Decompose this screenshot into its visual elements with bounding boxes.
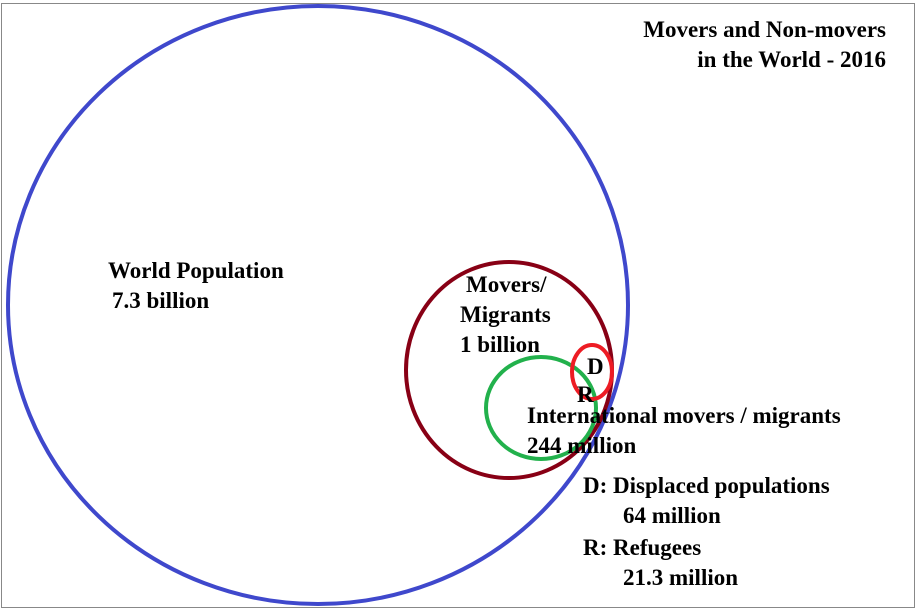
world-label: World Population 7.3 billion (108, 256, 284, 316)
refugees-letter: R (577, 382, 594, 407)
title-line-2: in the World - 2016 (697, 47, 886, 72)
legend-displaced: D: Displaced populations 64 million (583, 471, 830, 531)
title-line-1: Movers and Non-movers (643, 17, 886, 42)
movers-label: Movers/Migrants 1 billion (460, 270, 551, 360)
world-label-text: World Population (108, 258, 284, 283)
movers-label-2: Migrants (460, 302, 551, 327)
international-label: International movers / migrants 244 milli… (527, 401, 841, 461)
international-label-text: International movers / migrants (527, 403, 841, 428)
legend-d-label: Displaced populations (613, 473, 830, 498)
legend-d-value: 64 million (623, 503, 721, 528)
movers-value: 1 billion (460, 332, 540, 357)
movers-label-1: Movers/ (466, 272, 547, 297)
legend-refugees: R: Refugees 21.3 million (583, 533, 738, 593)
world-value: 7.3 billion (112, 288, 210, 313)
displaced-ellipse (570, 343, 614, 401)
international-migrants-circle (484, 355, 598, 461)
legend-r-value: 21.3 million (623, 565, 739, 590)
legend-r-label: Refugees (613, 535, 702, 560)
world-population-circle (6, 4, 630, 606)
international-value: 244 million (527, 433, 637, 458)
legend-d-key: D: (583, 473, 608, 498)
legend-r-key: R: (583, 535, 608, 560)
diagram-title: Movers and Non-movers in the World - 2016 (643, 15, 886, 75)
diagram-frame (1, 3, 915, 608)
displaced-letter: D (587, 354, 604, 379)
